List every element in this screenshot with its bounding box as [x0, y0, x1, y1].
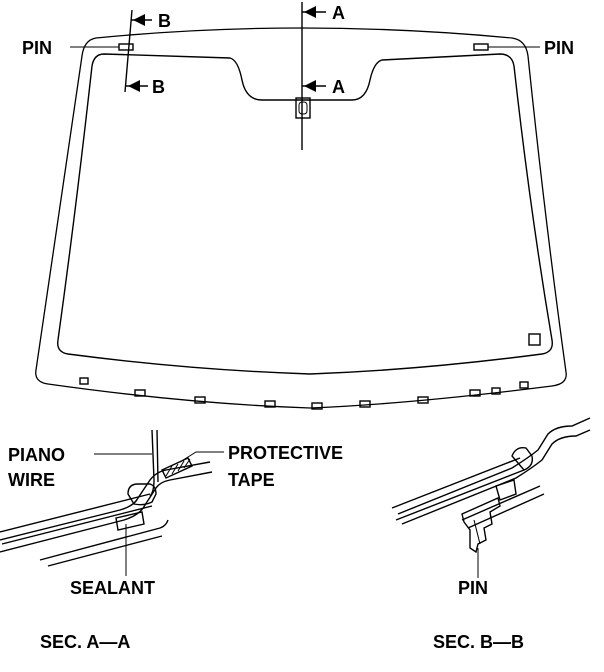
arrow-icon [133, 14, 145, 26]
clip [134, 389, 146, 397]
pin-left-label: PIN [22, 38, 52, 58]
section-a-mid-label: A [332, 77, 345, 97]
arrow-icon [304, 6, 316, 18]
section-b-top-label: B [158, 11, 171, 31]
windshield-inner-border [57, 53, 553, 375]
sec-a-title: SEC. A—A [40, 632, 130, 652]
section-a-detail [0, 429, 213, 567]
clip [359, 400, 371, 408]
mirror-mount-inner [298, 101, 308, 115]
mirror-mount [295, 97, 311, 119]
arrow-icon [304, 80, 316, 92]
section-line-a [301, 2, 326, 150]
protective-tape-label-line1: PROTECTIVE [228, 443, 343, 463]
section-line-b [124, 9, 152, 93]
bottom-clips [79, 377, 529, 410]
clip [311, 402, 323, 410]
clip [79, 377, 89, 385]
windshield [35, 27, 567, 410]
section-b-detail [391, 417, 591, 554]
piano-wire-label-line1: PIANO [8, 445, 65, 465]
clip [519, 381, 529, 389]
sealant-label: SEALANT [70, 578, 155, 598]
sec-b-title: SEC. B—B [433, 632, 524, 652]
piano-wire-label-line2: WIRE [8, 470, 55, 490]
section-b-mid-label: B [152, 77, 165, 97]
piano-wire [149, 429, 155, 497]
sensor-pad [528, 333, 541, 346]
arrow-icon [128, 80, 140, 92]
protective-tape [161, 457, 193, 479]
pin-right-label: PIN [544, 38, 574, 58]
windshield-outer-edge [35, 27, 567, 409]
pin-clip [461, 497, 501, 554]
clip [491, 387, 501, 395]
clip [264, 400, 276, 408]
pin-detail-label: PIN [458, 578, 488, 598]
protective-tape-label-line2: TAPE [228, 470, 275, 490]
protective-tape-leader [179, 451, 224, 463]
clip [417, 396, 429, 404]
section-a-top-label: A [332, 3, 345, 23]
clip [194, 396, 206, 404]
clip [469, 389, 481, 397]
